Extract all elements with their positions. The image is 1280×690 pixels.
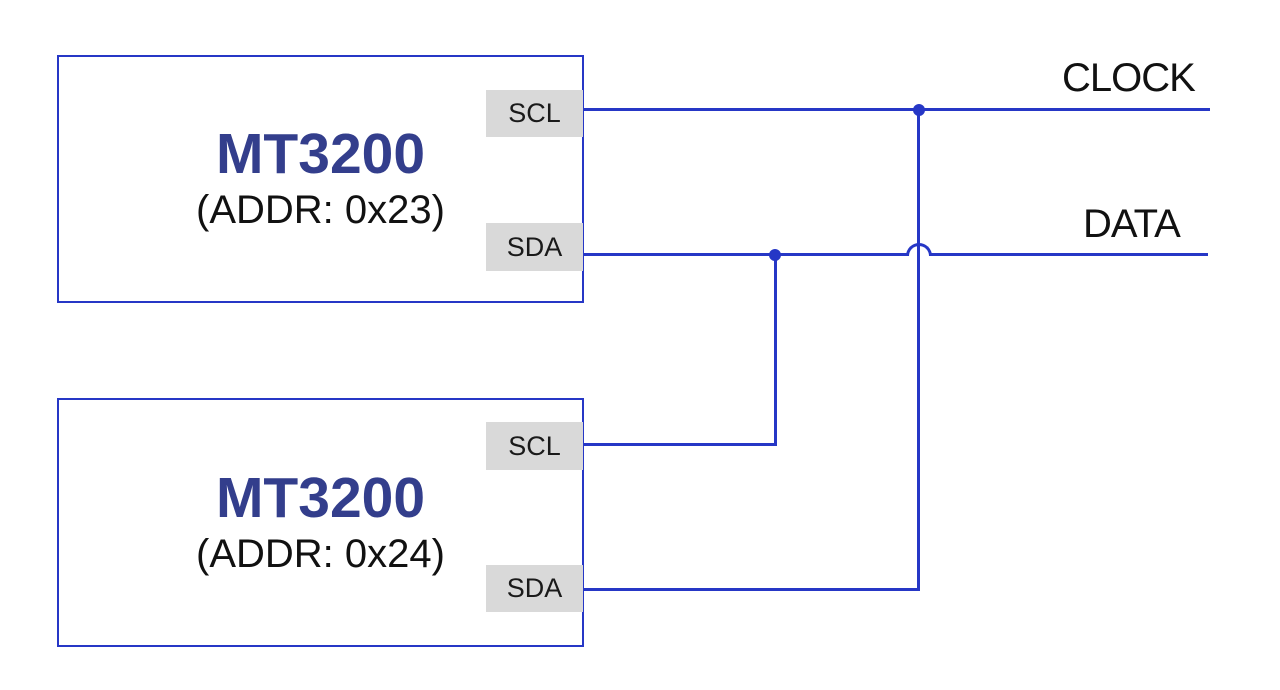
clock-bus-label: CLOCK [1062,56,1196,100]
device-1-pin-sda: SDA [486,223,583,271]
device-2-scl-horizontal-wire [584,443,777,446]
device-1-address: (ADDR: 0x23) [196,188,445,232]
device-2-pin-scl-label: SCL [508,430,561,461]
device-2-address: (ADDR: 0x24) [196,531,445,576]
device-2-pin-sda: SDA [486,565,583,612]
device-2-pin-scl: SCL [486,422,583,470]
device-2-sda-vertical-wire [917,110,920,590]
device-2-scl-vertical-wire [774,255,777,445]
device-1-name: MT3200 [215,122,426,186]
device-1-pin-sda-label: SDA [506,231,563,262]
device-1-pin-scl-label: SCL [508,98,561,128]
device-2-sda-horizontal-wire [584,588,920,591]
data-junction-dot [769,249,781,261]
device-2-pin-sda-label: SDA [506,573,563,603]
clock-bus-wire [584,108,1210,111]
device-2-name: MT3200 [215,465,426,530]
device-1-pin-scl: SCL [486,90,583,137]
data-bus-label: DATA [1083,202,1181,246]
wire-crossover-hop [906,243,932,256]
data-bus-wire-left [584,253,908,256]
clock-junction-dot [913,104,925,116]
data-bus-wire-right [931,253,1208,256]
